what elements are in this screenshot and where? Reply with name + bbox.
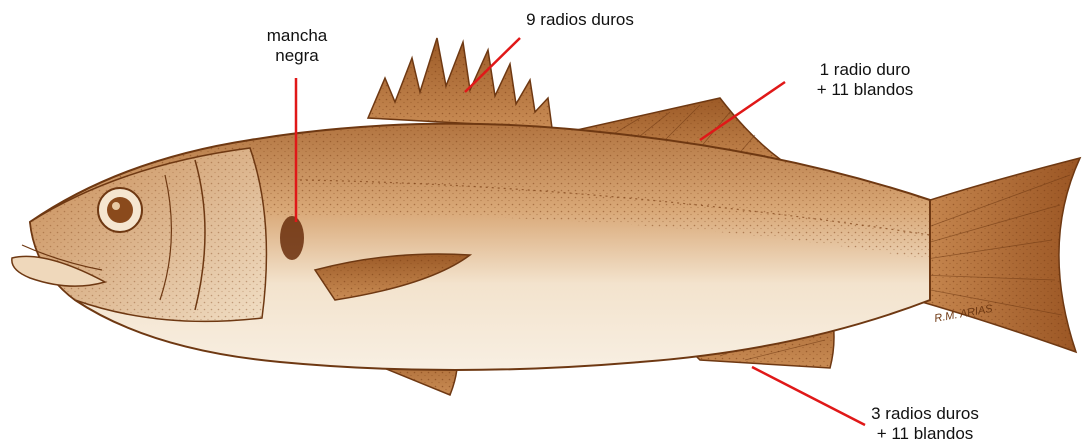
label-first-dorsal-text: 9 radios duros: [505, 10, 655, 30]
label-black-spot: mancha negra: [262, 26, 332, 66]
pointer-line-anal: [752, 367, 865, 425]
black-spot: [280, 216, 304, 260]
label-second-dorsal: 1 radio duro + 11 blandos: [800, 60, 930, 100]
label-first-dorsal: 9 radios duros: [505, 10, 655, 30]
label-anal: 3 radios duros + 11 blandos: [855, 404, 995, 444]
label-second-dorsal-line2: + 11 blandos: [800, 80, 930, 100]
label-second-dorsal-line1: 1 radio duro: [800, 60, 930, 80]
label-black-spot-line1: mancha: [262, 26, 332, 46]
label-black-spot-line2: negra: [262, 46, 332, 66]
label-anal-line2: + 11 blandos: [855, 424, 995, 444]
label-anal-line1: 3 radios duros: [855, 404, 995, 424]
